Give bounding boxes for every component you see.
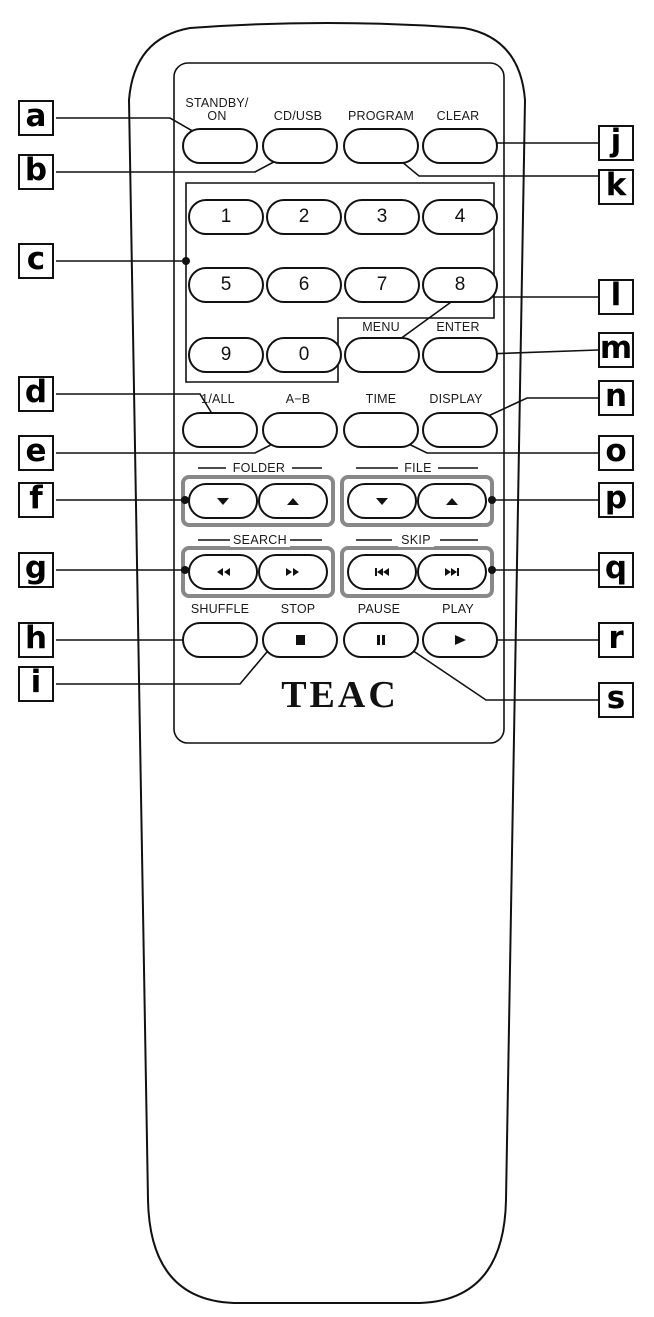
time-button[interactable] xyxy=(343,412,419,448)
digit-9-label: 9 xyxy=(220,344,232,365)
callout-n: n xyxy=(598,380,634,416)
digit-0-label: 0 xyxy=(298,344,310,365)
standby-on-label: STANDBY/ ON xyxy=(185,96,249,123)
program-button[interactable] xyxy=(343,128,419,164)
keypad-frame xyxy=(185,182,495,383)
callout-i: i xyxy=(18,666,54,702)
skip-forward-icon xyxy=(445,568,459,576)
callout-m: m xyxy=(598,332,634,368)
digit-4-button[interactable]: 4 xyxy=(422,199,498,235)
folder-down-button[interactable] xyxy=(188,483,258,519)
leader-s xyxy=(396,639,598,701)
callout-d: d xyxy=(18,376,54,412)
callout-r: r xyxy=(598,622,634,658)
play-icon xyxy=(455,635,466,645)
play-label: PLAY xyxy=(442,602,474,616)
search-back-button[interactable] xyxy=(188,554,258,590)
digit-3-label: 3 xyxy=(376,206,388,227)
digit-6-button[interactable]: 6 xyxy=(266,267,342,303)
down-triangle-icon xyxy=(217,498,229,505)
file-down-button[interactable] xyxy=(347,483,417,519)
callout-s: s xyxy=(598,682,634,718)
digit-7-button[interactable]: 7 xyxy=(344,267,420,303)
pause-label: PAUSE xyxy=(357,602,401,616)
skip-back-icon xyxy=(375,568,389,576)
callout-j: j xyxy=(598,125,634,161)
callout-q: q xyxy=(598,552,634,588)
up-triangle-icon xyxy=(287,498,299,505)
rewind-icon xyxy=(217,568,230,576)
time-label: TIME xyxy=(365,392,397,406)
a-b-button[interactable] xyxy=(262,412,338,448)
display-button[interactable] xyxy=(422,412,498,448)
enter-label: ENTER xyxy=(436,320,480,334)
digit-6-label: 6 xyxy=(298,274,310,295)
stop-icon xyxy=(296,635,305,645)
digit-1-button[interactable]: 1 xyxy=(188,199,264,235)
callout-p: p xyxy=(598,482,634,518)
leader-i xyxy=(56,639,278,685)
stop-label: STOP xyxy=(280,602,316,616)
one-all-label: 1/ALL xyxy=(201,392,235,406)
enter-button[interactable] xyxy=(422,337,498,373)
callout-l: l xyxy=(598,279,634,315)
callout-o: o xyxy=(598,435,634,471)
digit-8-button[interactable]: 8 xyxy=(422,267,498,303)
menu-button[interactable] xyxy=(344,337,420,373)
digit-3-button[interactable]: 3 xyxy=(344,199,420,235)
program-label: PROGRAM xyxy=(348,109,414,123)
pause-icon xyxy=(377,635,385,645)
teac-logo: TEAC xyxy=(281,674,399,716)
skip-forward-button[interactable] xyxy=(417,554,487,590)
callout-f: f xyxy=(18,482,54,518)
digit-0-button[interactable]: 0 xyxy=(266,337,342,373)
menu-label: MENU xyxy=(362,320,400,334)
a-b-label: A−B xyxy=(285,392,311,406)
skip-group-label: SKIP xyxy=(398,533,434,547)
file-up-button[interactable] xyxy=(417,483,487,519)
search-forward-button[interactable] xyxy=(258,554,328,590)
one-all-button[interactable] xyxy=(182,412,258,448)
digit-8-label: 8 xyxy=(454,274,466,295)
digit-5-label: 5 xyxy=(220,274,232,295)
down-triangle-icon xyxy=(376,498,388,505)
callout-g: g xyxy=(18,552,54,588)
folder-group-label: FOLDER xyxy=(229,461,289,475)
cd-usb-button[interactable] xyxy=(262,128,338,164)
digit-1-label: 1 xyxy=(220,206,232,227)
callout-b: b xyxy=(18,154,54,190)
digit-2-label: 2 xyxy=(298,206,310,227)
digit-2-button[interactable]: 2 xyxy=(266,199,342,235)
search-group-label: SEARCH xyxy=(230,533,290,547)
cd-usb-label: CD/USB xyxy=(273,109,323,123)
callout-k: k xyxy=(598,169,634,205)
pause-button[interactable] xyxy=(343,622,419,658)
digit-4-label: 4 xyxy=(454,206,466,227)
shuffle-button[interactable] xyxy=(182,622,258,658)
skip-back-button[interactable] xyxy=(347,554,417,590)
fast-forward-icon xyxy=(286,568,299,576)
up-triangle-icon xyxy=(446,498,458,505)
clear-label: CLEAR xyxy=(436,109,480,123)
folder-up-button[interactable] xyxy=(258,483,328,519)
file-group-label: FILE xyxy=(401,461,435,475)
digit-9-button[interactable]: 9 xyxy=(188,337,264,373)
group-header-lines xyxy=(198,467,478,541)
callout-c: c xyxy=(18,243,54,279)
clear-button[interactable] xyxy=(422,128,498,164)
shuffle-label: SHUFFLE xyxy=(190,602,250,616)
callout-h: h xyxy=(18,622,54,658)
callout-e: e xyxy=(18,435,54,471)
play-button[interactable] xyxy=(422,622,498,658)
standby-on-button[interactable] xyxy=(182,128,258,164)
callout-a: a xyxy=(18,100,54,136)
digit-7-label: 7 xyxy=(376,274,388,295)
display-label: DISPLAY xyxy=(429,392,483,406)
button-panel-outline xyxy=(173,62,505,744)
stop-button[interactable] xyxy=(262,622,338,658)
digit-5-button[interactable]: 5 xyxy=(188,267,264,303)
